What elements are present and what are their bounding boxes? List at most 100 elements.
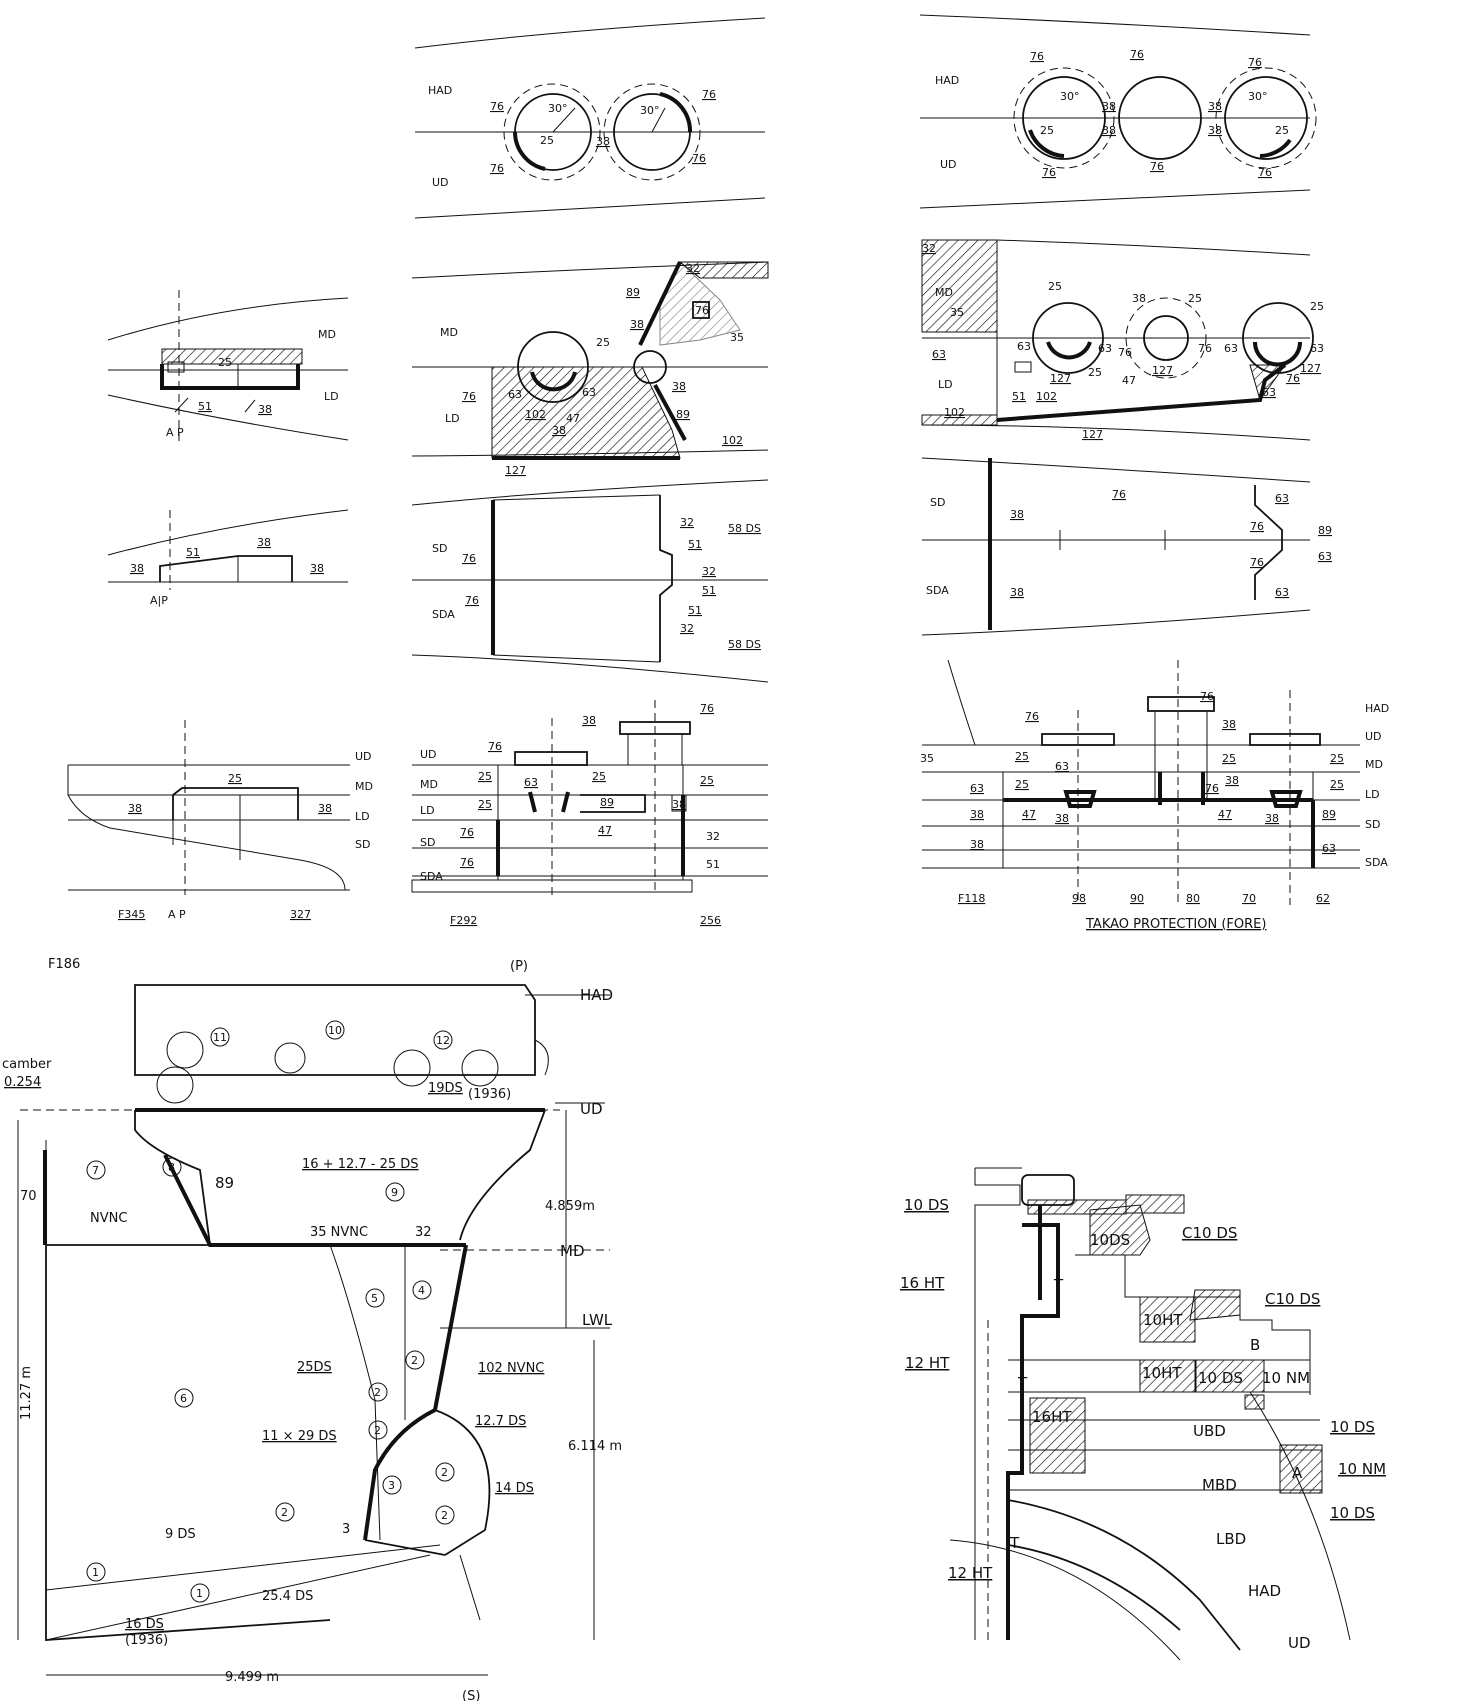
label-32: 32 [680,516,694,529]
label-38: 38 [310,562,324,575]
marker-3: 3 [388,1479,395,1492]
label-76: 76 [695,304,709,317]
fore-magazine-md-ld: 32 25 38 25 25 MD 35 63 63 63 76 76 63 6… [921,239,1324,441]
label-ud: UD [940,158,957,171]
fore-profile: 76 76 38 35 25 25 25 63 63 25 38 25 76 3… [920,659,1389,932]
label-md: MD [935,286,953,299]
label-had: HAD [428,84,452,97]
marker-2: 2 [281,1506,288,1519]
label-127: 127 [1152,364,1173,377]
fore-belt-sd-sda: 76 38 38 63 76 89 63 76 63 SD SDA [921,457,1332,636]
label-25: 25 [478,770,492,783]
marker-2: 2 [374,1424,381,1437]
label-38: 38 [1265,812,1279,825]
label-10ds: 10 DS [904,1196,949,1214]
label-32: 32 [922,242,936,255]
label-38: 38 [552,424,566,437]
label-63: 63 [1098,342,1112,355]
label-38: 38 [672,380,686,393]
label-89: 89 [626,286,640,299]
label-80: 80 [1186,892,1200,905]
label-63: 63 [1224,342,1238,355]
label-76: 76 [1200,690,1214,703]
label-38: 38 [257,536,271,549]
label-76: 76 [1258,166,1272,179]
label-25: 25 [700,774,714,787]
marker-2: 2 [441,1466,448,1479]
label-63: 63 [1310,342,1324,355]
label-sda: SDA [1365,856,1388,869]
label-c10ds: C10 DS [1265,1290,1320,1308]
label-127: 127 [505,464,526,477]
label-10ds: 10 DS [1198,1369,1243,1387]
label-70: 70 [1242,892,1256,905]
label-76: 76 [1250,556,1264,569]
label-ld: LD [1365,788,1380,801]
label-ud: UD [432,176,449,189]
label-b: B [1250,1336,1260,1354]
label-76: 76 [700,702,714,715]
label-25: 25 [228,772,242,785]
label-had: HAD [1365,702,1389,715]
marker-4: 4 [418,1284,425,1297]
aft-profile: 38 76 76 25 63 25 25 89 38 25 47 76 76 3… [411,700,768,927]
label-32: 32 [680,622,694,635]
label-38: 38 [1010,508,1024,521]
label-38: 38 [1102,124,1116,137]
label-ud: UD [1365,730,1382,743]
label-102: 102 [525,408,546,421]
marker-1: 1 [196,1587,203,1600]
label-ud: UD [420,748,437,761]
label-12ht: 12 HT [905,1354,950,1372]
label-25: 25 [218,356,232,369]
label-25: 25 [596,336,610,349]
label-t: T [1017,1374,1028,1392]
label-md: MD [440,326,458,339]
label-md: MD [1365,758,1383,771]
label-sd: SD [420,836,435,849]
label-38: 38 [1208,100,1222,113]
label-lwl: LWL [582,1311,613,1329]
label-38: 38 [970,838,984,851]
label-25: 25 [540,134,554,147]
label-76: 76 [1286,372,1300,385]
label-lbd: LBD [1216,1530,1246,1548]
label-32: 32 [706,830,720,843]
label-47: 47 [598,824,612,837]
label-76: 76 [490,100,504,113]
label-256: 256 [700,914,721,927]
label-89: 89 [1318,524,1332,537]
label-63: 63 [1262,386,1276,399]
label-127: 127 [1082,428,1103,441]
label-sda: SDA [926,584,949,597]
label-30deg: 30° [1248,90,1268,103]
label-38: 38 [1208,124,1222,137]
label-30deg: 30° [548,102,568,115]
label-98: 98 [1072,892,1086,905]
label-sda: SDA [420,870,443,883]
label-25: 25 [1048,280,1062,293]
label-md: MD [560,1242,585,1260]
label-25: 25 [1015,750,1029,763]
label-ld: LD [355,810,370,823]
turret-armor-section: 10 DS C10 DS 10DS 16 HT C10 DS 10HT 10HT… [900,1167,1386,1661]
label-38: 38 [1055,812,1069,825]
label-63: 63 [582,386,596,399]
label-11x29ds: 11 × 29 DS [262,1429,337,1444]
stern-profile: 25 38 38 UD MD LD SD F345 A P 327 [67,720,373,921]
label-ud: UD [355,750,372,763]
dim-4859: 4.859m [545,1199,595,1214]
label-12ht: 12 HT [948,1564,993,1582]
label-47: 47 [566,412,580,425]
label-30deg: 30° [640,104,660,117]
label-35: 35 [950,306,964,319]
label-25: 25 [1015,778,1029,791]
fore-turret-had: 30° 30° 76 76 76 76 76 76 38 38 38 38 25… [919,14,1317,209]
camber-label: camber [2,1057,52,1072]
label-254ds: 25.4 DS [262,1589,313,1604]
label-10ds: 10 DS [1330,1504,1375,1522]
label-38: 38 [1225,774,1239,787]
label-76: 76 [462,390,476,403]
label-25: 25 [1330,752,1344,765]
label-ud: UD [1288,1634,1311,1652]
